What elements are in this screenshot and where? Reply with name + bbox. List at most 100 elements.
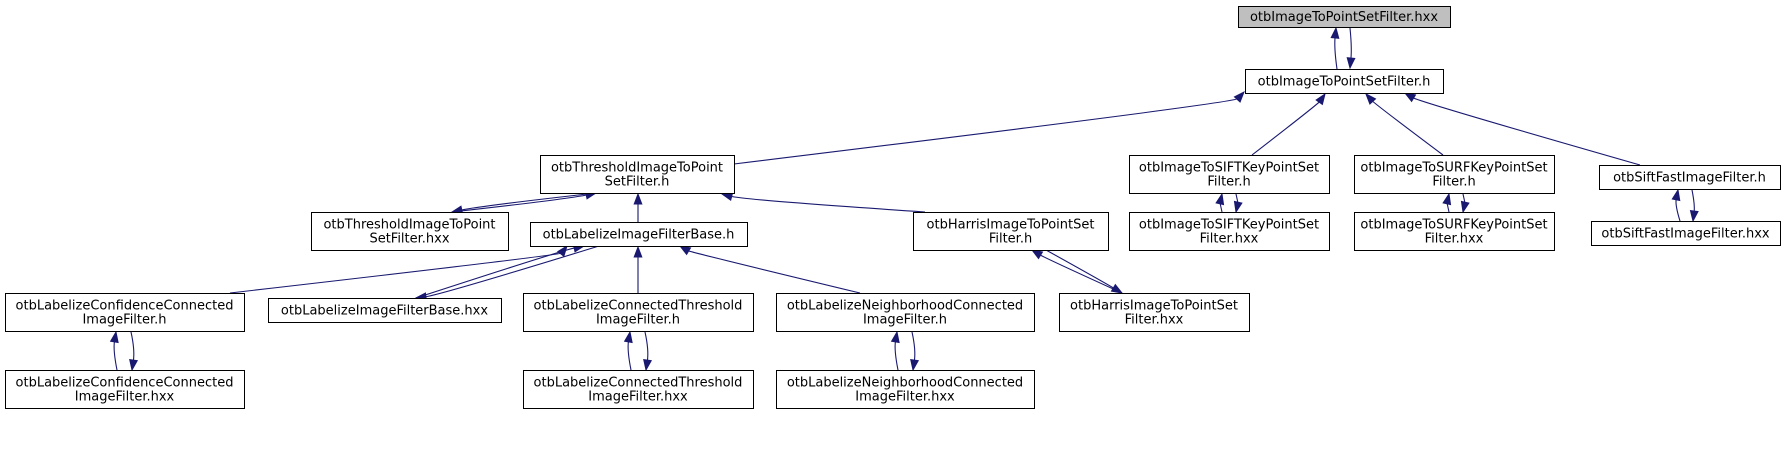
arrow-head: [129, 358, 139, 372]
node-box[interactable]: [776, 293, 1035, 332]
node-label: otbLabelizeNeighborhoodConnected: [787, 376, 1023, 391]
node-box[interactable]: [523, 370, 754, 409]
node-box[interactable]: [1591, 221, 1781, 246]
node-label: ImageFilter.h: [596, 313, 680, 328]
node-label: otbImageToSURFKeyPointSet: [1360, 161, 1547, 176]
node-label: otbLabelizeNeighborhoodConnected: [787, 299, 1023, 314]
edge-line: [1251, 100, 1321, 156]
node-label: ImageFilter.hxx: [75, 390, 175, 405]
edge-line: [229, 252, 562, 294]
node-label: otbLabelizeImageFilterBase.hxx: [281, 304, 488, 319]
node-label: otbThresholdImageToPoint: [323, 218, 495, 233]
node-label: otbImageToSURFKeyPointSet: [1360, 218, 1547, 233]
node-n14[interactable]: otbLabelizeConnectedThresholdImageFilter…: [523, 293, 754, 332]
edge-n7-to-n13: [414, 245, 600, 302]
node-label: otbHarrisImageToPointSet: [927, 218, 1095, 233]
edge-n2-to-n1: [733, 90, 1245, 165]
node-box[interactable]: [5, 370, 245, 409]
node-n19[interactable]: otbLabelizeNeighborhoodConnectedImageFil…: [776, 370, 1035, 409]
arrow-head: [623, 330, 633, 344]
node-label: Filter.hxx: [1200, 232, 1259, 247]
node-label: SetFilter.h: [605, 175, 670, 190]
node-label: SetFilter.hxx: [369, 232, 449, 247]
node-n5[interactable]: otbSiftFastImageFilter.h: [1599, 165, 1781, 190]
node-n11[interactable]: otbSiftFastImageFilter.hxx: [1591, 221, 1781, 246]
node-n1[interactable]: otbImageToPointSetFilter.h: [1245, 69, 1444, 94]
arrow-head: [1330, 26, 1340, 39]
node-box[interactable]: [1129, 155, 1330, 194]
node-label: otbLabelizeImageFilterBase.h: [543, 228, 735, 243]
node-label: Filter.h: [1432, 175, 1475, 190]
node-label: otbImageToPointSetFilter.hxx: [1250, 10, 1438, 25]
edge-line: [1039, 254, 1123, 294]
arrow-head: [633, 245, 643, 258]
node-box[interactable]: [540, 155, 735, 194]
edge-n9-to-n3: [1215, 192, 1225, 213]
edge-line: [460, 192, 597, 211]
edge-line: [1412, 97, 1641, 166]
edge-line: [687, 250, 861, 294]
node-n15[interactable]: otbLabelizeNeighborhoodConnectedImageFil…: [776, 293, 1035, 332]
node-box[interactable]: [268, 298, 502, 323]
edge-line: [1371, 100, 1444, 156]
node-label: otbImageToSIFTKeyPointSet: [1139, 218, 1319, 233]
edge-n15-to-n19: [910, 331, 920, 372]
node-box[interactable]: [1599, 165, 1781, 190]
node-n0[interactable]: otbImageToPointSetFilter.hxx: [1238, 6, 1451, 28]
node-box[interactable]: [5, 293, 245, 332]
edge-n8-to-n16: [1045, 249, 1124, 294]
node-box[interactable]: [1354, 212, 1555, 251]
node-label: otbLabelizeConnectedThreshold: [534, 376, 743, 391]
edge-n11-to-n5: [1671, 188, 1681, 222]
edge-n15-to-n7: [678, 245, 861, 294]
edge-n19-to-n15: [890, 330, 900, 371]
node-label: otbLabelizeConfidenceConnected: [16, 299, 234, 314]
node-box[interactable]: [1245, 69, 1444, 94]
node-box[interactable]: [776, 370, 1035, 409]
arrow-head: [1030, 249, 1044, 260]
arrow-head: [1671, 188, 1681, 202]
arrow-head: [678, 245, 692, 256]
node-box[interactable]: [913, 212, 1109, 251]
edge-n7-to-n2: [633, 192, 643, 223]
node-box[interactable]: [523, 293, 754, 332]
node-n13[interactable]: otbLabelizeImageFilterBase.hxx: [268, 298, 502, 323]
edge-n0-to-n1: [1346, 27, 1356, 70]
edge-n14-to-n7: [633, 245, 643, 294]
node-box[interactable]: [530, 222, 748, 247]
edge-line: [1675, 198, 1681, 222]
edge-n16-to-n8: [1030, 249, 1123, 294]
edge-line: [1334, 36, 1338, 70]
node-label: ImageFilter.hxx: [588, 390, 688, 405]
edge-n4-to-n1: [1365, 92, 1444, 156]
current-file-box[interactable]: [1238, 6, 1451, 28]
edge-line: [451, 194, 588, 213]
edge-n12-to-n7: [229, 244, 568, 294]
edge-line: [627, 340, 632, 371]
node-label: otbLabelizeConfidenceConnected: [16, 376, 234, 391]
node-n18[interactable]: otbLabelizeConnectedThresholdImageFilter…: [523, 370, 754, 409]
node-box[interactable]: [1354, 155, 1555, 194]
node-box[interactable]: [311, 212, 509, 251]
node-box[interactable]: [1059, 293, 1250, 332]
node-n7[interactable]: otbLabelizeImageFilterBase.h: [530, 222, 748, 247]
node-n12[interactable]: otbLabelizeConfidenceConnectedImageFilte…: [5, 293, 245, 332]
node-label: otbImageToSIFTKeyPointSet: [1139, 161, 1319, 176]
arrow-head: [643, 358, 653, 372]
arrow-head: [1315, 92, 1326, 106]
edge-line: [130, 331, 135, 362]
node-box[interactable]: [1129, 212, 1330, 251]
arrow-head: [1215, 192, 1225, 206]
node-n17[interactable]: otbLabelizeConfidenceConnectedImageFilte…: [5, 370, 245, 409]
edge-line: [730, 195, 926, 213]
node-label: otbLabelizeConnectedThreshold: [534, 299, 743, 314]
